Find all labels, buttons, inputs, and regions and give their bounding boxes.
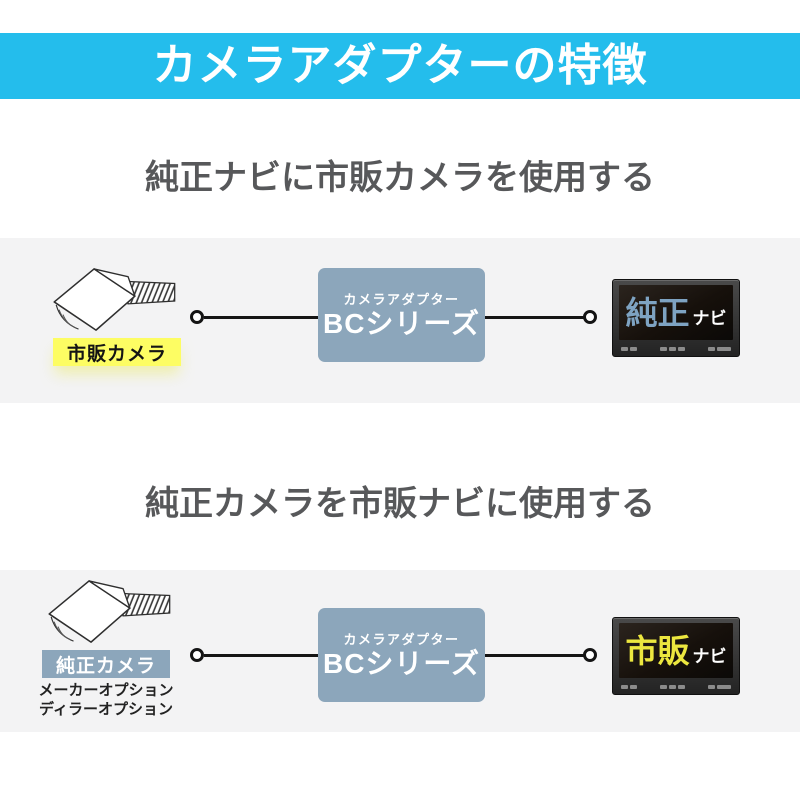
monitor-buttons-right: [708, 684, 731, 689]
note-maker-option: メーカーオプション: [38, 682, 174, 699]
monitor-buttons-right: [708, 346, 731, 351]
camera-option-notes: メーカーオプション ディラーオプション: [20, 682, 192, 719]
adapter-label-main: BCシリーズ: [322, 647, 481, 679]
connector-line: [204, 316, 318, 319]
monitor-buttons-left: [621, 346, 637, 351]
navi-main-text: 純正: [625, 294, 690, 331]
camera-label-oem: 純正カメラ: [42, 650, 170, 678]
connector-dot: [583, 310, 597, 324]
header-banner: カメラアダプターの特徴: [0, 33, 800, 99]
navi-screen: 純正 ナビ: [619, 285, 733, 340]
connector-dot: [190, 310, 204, 324]
page-title: カメラアダプターの特徴: [152, 41, 648, 90]
connector-line: [204, 654, 318, 657]
navi-sub-text: ナビ: [692, 647, 727, 666]
navi-main-text: 市販: [625, 632, 690, 669]
camera-icon: [50, 266, 177, 334]
connector-line: [485, 316, 584, 319]
monitor-buttons-left: [621, 684, 637, 689]
section1-title: 純正ナビに市販カメラを使用する: [145, 159, 655, 197]
navi-monitor-icon: 市販 ナビ: [612, 617, 740, 695]
navi-monitor-icon: 純正 ナビ: [612, 279, 740, 357]
adapter-label-main: BCシリーズ: [322, 307, 481, 339]
navi-screen: 市販 ナビ: [619, 623, 733, 678]
section2-title: 純正カメラを市販ナビに使用する: [145, 485, 655, 523]
adapter-label-small: カメラアダプター: [343, 291, 460, 307]
connector-dot: [190, 648, 204, 662]
navi-sub-text: ナビ: [692, 309, 727, 328]
connector-line: [485, 654, 584, 657]
adapter-box: カメラアダプター BCシリーズ: [318, 268, 485, 362]
monitor-buttons-center: [660, 684, 685, 689]
monitor-buttons-center: [660, 346, 685, 351]
monitor-button-strip: [621, 682, 731, 691]
connector-dot: [583, 648, 597, 662]
camera-label-aftermarket: 市販カメラ: [53, 338, 181, 366]
camera-icon: [45, 578, 172, 646]
adapter-box: カメラアダプター BCシリーズ: [318, 608, 485, 702]
note-dealer-option: ディラーオプション: [39, 700, 173, 718]
monitor-button-strip: [621, 344, 731, 353]
adapter-label-small: カメラアダプター: [343, 631, 460, 647]
